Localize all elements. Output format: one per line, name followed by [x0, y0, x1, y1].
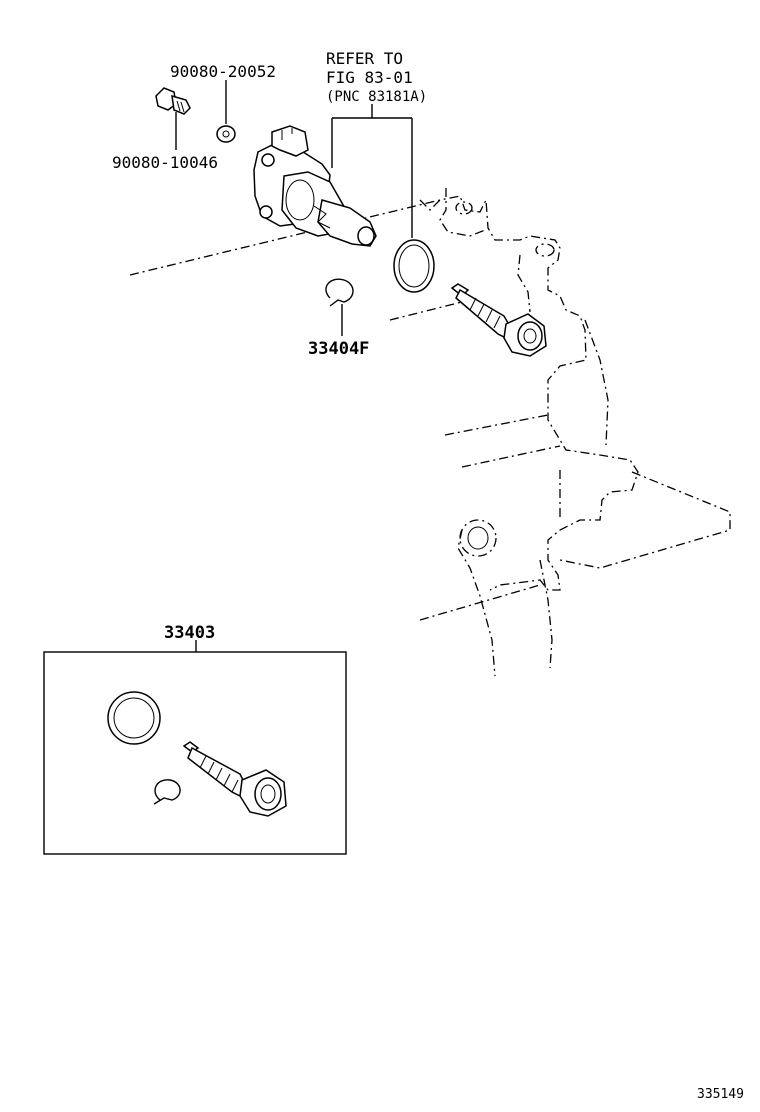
label-clip: 33404F — [308, 339, 369, 359]
refer-bracket — [331, 104, 413, 238]
bolt-part — [155, 87, 191, 115]
washer-part — [216, 125, 236, 143]
kit-box — [43, 651, 347, 855]
label-washer: 90080-20052 — [170, 62, 276, 81]
figure-number: 335149 — [697, 1087, 744, 1102]
kit-clip — [153, 779, 181, 805]
transmission-case-outline — [129, 188, 731, 677]
label-kit: 33403 — [164, 623, 215, 643]
clip-part — [325, 278, 354, 307]
speed-sensor — [253, 125, 377, 247]
label-refer-3: (PNC 83181A) — [326, 89, 427, 105]
o-ring — [393, 239, 435, 293]
label-refer-1: REFER TO — [326, 49, 403, 68]
kit-driven-gear — [182, 741, 287, 817]
driven-gear — [450, 283, 547, 357]
kit-o-ring — [107, 691, 161, 745]
label-bolt: 90080-10046 — [112, 153, 218, 172]
label-refer-2: FIG 83-01 — [326, 68, 413, 87]
